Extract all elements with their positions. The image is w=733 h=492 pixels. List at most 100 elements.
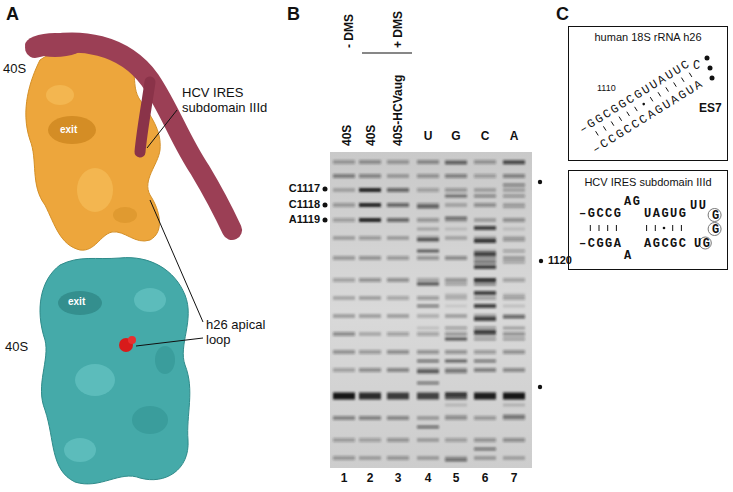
- gel-band: [387, 350, 409, 354]
- gel-band: [503, 162, 525, 165]
- surface-shade: [58, 291, 102, 315]
- gel-band: [474, 416, 496, 420]
- gel-band: [417, 438, 439, 442]
- lane-number: 4: [420, 472, 436, 486]
- gel-band: [417, 256, 439, 260]
- gel-band: [333, 236, 355, 240]
- gel-band: [333, 256, 355, 260]
- gel-band: [445, 162, 467, 165]
- gel-band: [417, 188, 439, 192]
- gel-band: [333, 416, 355, 420]
- gel-band: [417, 174, 439, 178]
- gel-band: [417, 283, 439, 286]
- wobble-pair-dot: [663, 227, 666, 230]
- gel-band: [417, 360, 439, 363]
- gel-band: [417, 206, 439, 209]
- gel-band: [359, 174, 381, 178]
- position-number: 1110: [597, 81, 616, 95]
- gel-band: [359, 236, 381, 240]
- ires-density: [35, 43, 232, 230]
- gel-band: [417, 218, 439, 222]
- leader-line: [136, 338, 203, 346]
- base-pair-tick: [650, 97, 653, 101]
- subdomain-iiid-density: [140, 82, 150, 152]
- gel-band: [359, 160, 381, 164]
- structure-name: HCV IRES subdomain IIId: [182, 86, 280, 116]
- modification-dot: [705, 56, 710, 61]
- gel-band: [359, 438, 381, 442]
- gel-band: [503, 316, 525, 319]
- surface-shade: [155, 346, 175, 374]
- gel-band: [445, 327, 467, 330]
- box-title: human 18S rRNA h26: [569, 30, 727, 44]
- base-pair-tick: [655, 225, 656, 231]
- gel-band: [474, 360, 496, 363]
- gel-band: [387, 296, 409, 300]
- gel-band: [445, 195, 467, 198]
- gel-band: [417, 350, 439, 354]
- gel-band: [387, 456, 409, 460]
- site-label: exit: [60, 124, 77, 136]
- gel-band: [503, 332, 525, 336]
- gel-band: [387, 314, 409, 318]
- gel-band: [359, 416, 381, 420]
- gel-band: [387, 416, 409, 420]
- gel-band: [359, 314, 381, 318]
- nucleotide-position: C1118: [272, 198, 320, 211]
- gel-band: [359, 332, 381, 336]
- gel-band: [474, 188, 496, 192]
- gel-band: [503, 206, 525, 209]
- gel-band: [417, 327, 439, 330]
- h26-loop-mark: [128, 336, 136, 344]
- gel-band: [333, 218, 355, 222]
- gel-band: [503, 239, 525, 242]
- base-pair-tick: [599, 225, 600, 231]
- density-shade: [77, 168, 113, 212]
- gel-band: [417, 228, 439, 231]
- marker-dot: [538, 385, 542, 389]
- loop-base: C: [693, 59, 702, 73]
- gel-band: [417, 456, 439, 460]
- lane-number: 5: [448, 472, 464, 486]
- gel-band: [417, 382, 439, 385]
- gel-band: [503, 404, 525, 407]
- gel-band: [445, 256, 467, 260]
- gel-band: [445, 350, 467, 354]
- gel-band: [445, 296, 467, 300]
- gel-band: [333, 296, 355, 300]
- gel-band: [445, 459, 467, 462]
- gel-band: [445, 188, 467, 192]
- base-pair-tick: [674, 82, 677, 86]
- gel-band: [474, 278, 496, 282]
- gel-band: [503, 338, 525, 341]
- density-shade: [46, 85, 74, 105]
- gel-band: [445, 393, 467, 400]
- panel-letter: A: [6, 4, 19, 25]
- gel-band: [417, 371, 439, 374]
- sequencing-lane: C: [475, 130, 495, 144]
- gel-band: [333, 456, 355, 460]
- gel-band: [417, 278, 439, 282]
- ribosome-40s-surface: [40, 258, 190, 484]
- gel-band: [474, 438, 496, 442]
- sequencing-lane: U: [418, 130, 438, 144]
- gel-band: [503, 218, 525, 222]
- leader-line: [147, 110, 177, 148]
- structure-name: 40S: [3, 62, 26, 77]
- lane-header: 40S-HCVaug: [391, 75, 405, 146]
- gel-band: [503, 195, 525, 198]
- gel-band: [503, 296, 525, 300]
- lane-number: 1: [336, 472, 352, 486]
- gel-band: [445, 305, 467, 308]
- gel-band: [333, 350, 355, 354]
- lane-number: 2: [362, 472, 378, 486]
- base-pair-tick: [607, 225, 608, 231]
- gel-band: [474, 195, 496, 198]
- sequence-strand: AGCGC: [644, 237, 688, 251]
- loop-base: UU: [690, 199, 707, 213]
- nucleotide-position: A1119: [272, 213, 320, 226]
- base-pair-tick: [603, 126, 606, 130]
- gel-band: [333, 332, 355, 336]
- gel-band: [503, 256, 525, 260]
